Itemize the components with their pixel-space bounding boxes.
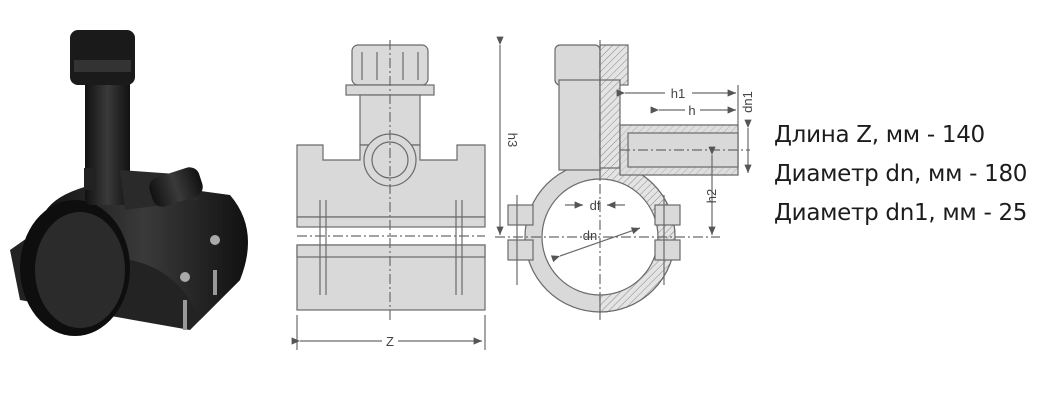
- dimension-label-h: h: [688, 103, 695, 118]
- dimension-label-df: df: [590, 198, 601, 213]
- spec-diameter-dn: Диаметр dn, мм - 180: [774, 161, 1028, 187]
- spec-length-z: Длина Z, мм - 140: [774, 122, 985, 148]
- specifications-list: Длина Z, мм - 140 Диаметр dn, мм - 180 Д…: [774, 116, 1027, 233]
- dimension-label-dn: dn: [583, 228, 597, 243]
- dimension-label-dn1: dn1: [740, 91, 755, 113]
- dimension-label-h2: h2: [704, 189, 719, 203]
- saddle-fitting-photo: [10, 30, 248, 336]
- dimension-label-z: Z: [386, 334, 394, 349]
- dimension-label-h1: h1: [671, 86, 685, 101]
- dimension-label-h3: h3: [505, 133, 520, 147]
- front-view-drawing: [291, 40, 486, 350]
- side-view-drawing: [495, 36, 752, 320]
- spec-diameter-dn1: Диаметр dn1, мм - 25: [774, 200, 1028, 226]
